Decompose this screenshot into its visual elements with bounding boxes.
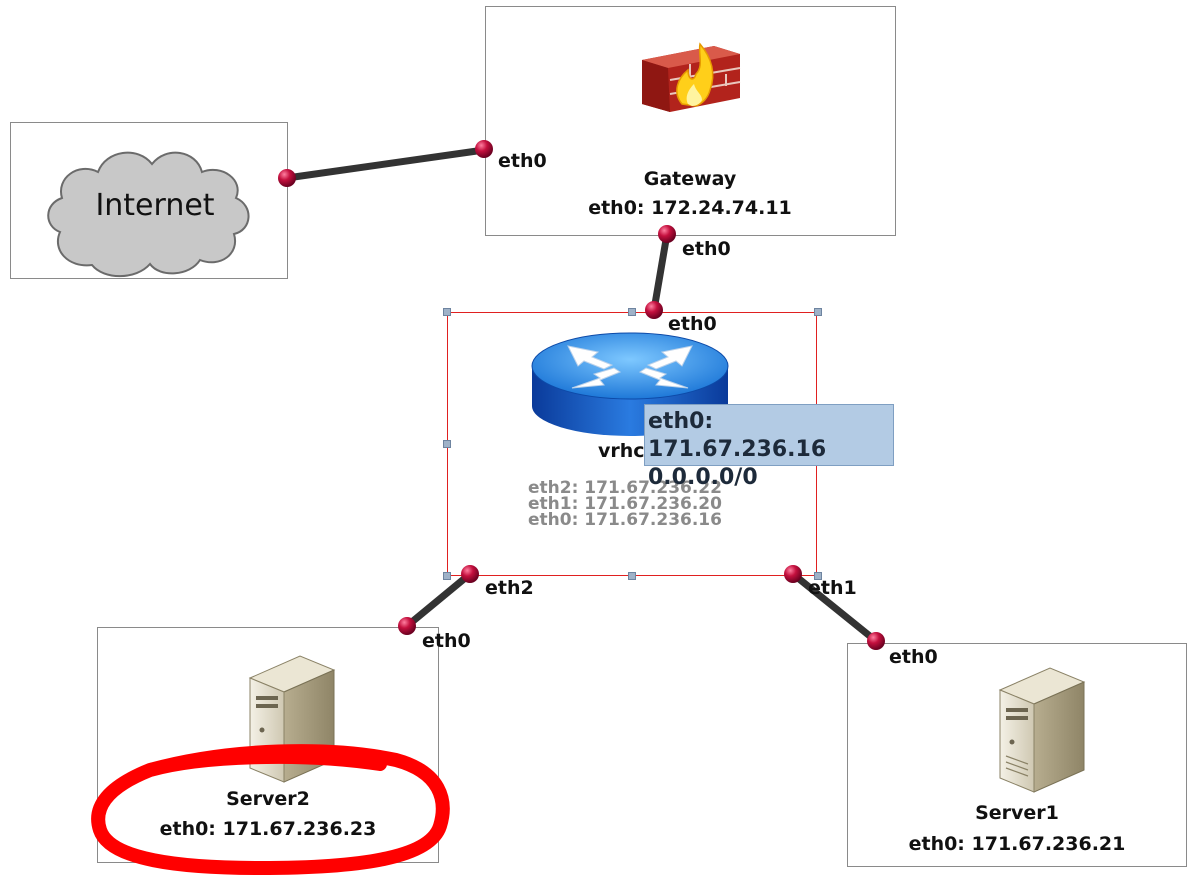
port-gateway-eth0-left <box>475 140 493 158</box>
selection-handle[interactable] <box>814 308 822 316</box>
server1-iface: eth0: 171.67.236.21 <box>908 833 1126 855</box>
server1-name: Server1 <box>975 802 1059 824</box>
gateway-iface: eth0: 172.24.74.11 <box>588 197 792 219</box>
selection-handle[interactable] <box>443 440 451 448</box>
port-router-eth1 <box>784 565 802 583</box>
internet-label: Internet <box>95 188 215 223</box>
router-iface-eth2: eth2: 171.67.236.22 <box>528 478 722 498</box>
gateway-node[interactable] <box>485 6 896 236</box>
selection-handle[interactable] <box>443 308 451 316</box>
router-iface-eth1: eth1: 171.67.236.20 <box>528 494 722 514</box>
selection-handle[interactable] <box>628 308 636 316</box>
port-router-eth0 <box>645 301 663 319</box>
port-gateway-eth0-bottom <box>658 225 676 243</box>
selection-handle[interactable] <box>443 572 451 580</box>
tooltip-line-2: 0.0.0.0/0 <box>648 465 758 490</box>
selection-handle[interactable] <box>814 572 822 580</box>
link-gateway-router <box>650 230 671 314</box>
link-router-server2 <box>403 570 474 630</box>
port-label-server2-top: eth0 <box>422 630 471 652</box>
port-label-router-left: eth2 <box>485 577 534 599</box>
link-router-server1 <box>789 570 880 645</box>
server2-name: Server2 <box>226 788 310 810</box>
port-router-eth2 <box>461 565 479 583</box>
port-label-gateway-left: eth0 <box>498 150 547 172</box>
port-internet <box>278 169 296 187</box>
router-iface-eth0: eth0: 171.67.236.16 <box>528 510 722 530</box>
interface-tooltip: eth0: 171.67.236.16 0.0.0.0/0 <box>644 404 894 490</box>
port-server2-eth0 <box>398 617 416 635</box>
tooltip-line-1: eth0: 171.67.236.16 <box>648 409 827 462</box>
server2-iface: eth0: 171.67.236.23 <box>159 818 377 840</box>
router-name: vrhc <box>598 440 645 462</box>
port-label-gateway-bottom: eth0 <box>682 238 731 260</box>
port-label-server1-top: eth0 <box>889 646 938 668</box>
gateway-name: Gateway <box>643 168 737 190</box>
port-label-router-right: eth1 <box>808 577 857 599</box>
link-internet-gateway <box>283 146 488 182</box>
port-server1-eth0 <box>867 632 885 650</box>
selection-handle[interactable] <box>628 572 636 580</box>
port-label-router-top: eth0 <box>668 313 717 335</box>
server1-icon <box>998 667 1086 793</box>
router-iface-list: eth2: 171.67.236.22 eth1: 171.67.236.20 … <box>528 478 722 530</box>
